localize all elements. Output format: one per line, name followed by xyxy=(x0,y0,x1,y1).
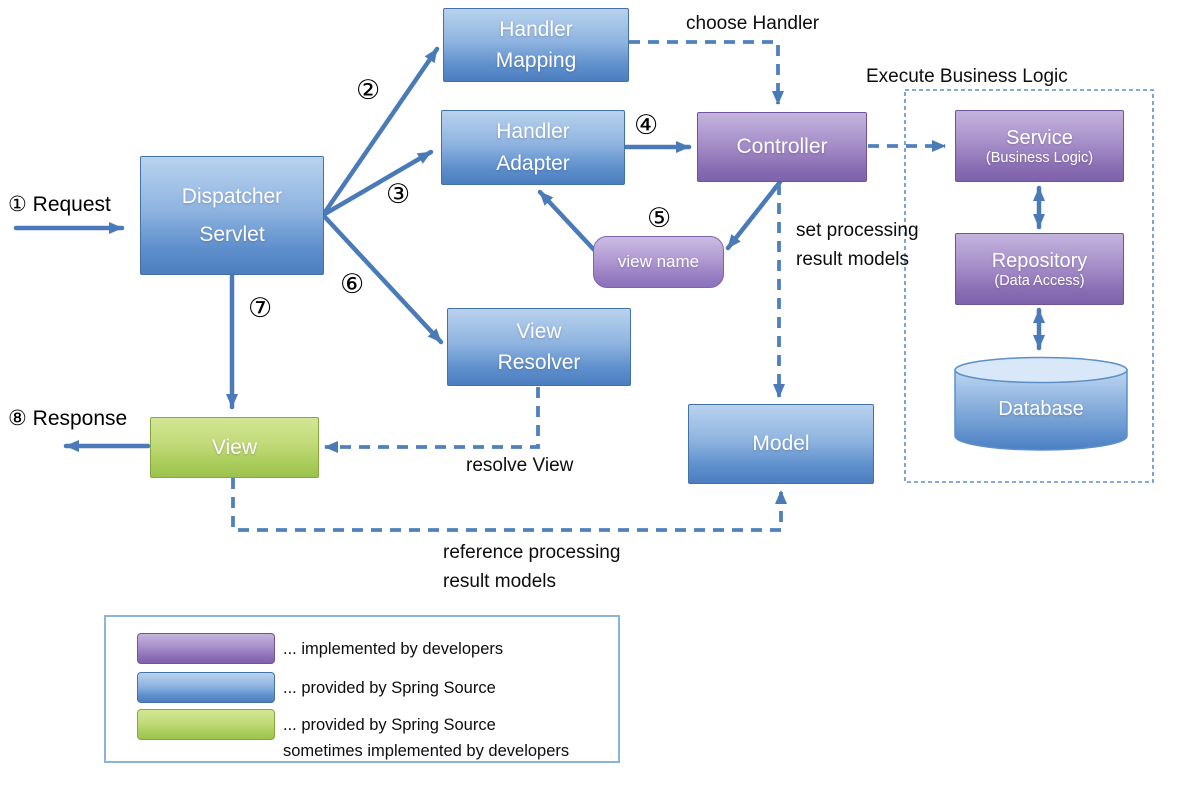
legend-label-provided-by-spring: ... provided by Spring Source xyxy=(283,679,496,697)
node-service-sublabel: (Business Logic) xyxy=(985,149,1094,166)
dashed-arrow-choose-handler xyxy=(629,40,784,105)
node-repository: Repository (Data Access) xyxy=(955,233,1124,305)
arrow-step2-handler-mapping xyxy=(320,46,440,218)
node-view-name: view name xyxy=(593,236,724,288)
arrow-controller-view-name xyxy=(725,179,783,251)
node-controller: Controller xyxy=(697,112,867,182)
node-dispatcher-servlet-label: Dispatcher Servlet xyxy=(181,184,283,246)
step-2-badge: ② xyxy=(356,75,381,105)
response-label: ⑧ Response xyxy=(8,407,128,430)
database-cylinder xyxy=(954,356,1128,451)
node-repository-sublabel: (Data Access) xyxy=(994,272,1085,289)
node-view-name-label: view name xyxy=(617,252,700,272)
step-4-badge: ④ xyxy=(634,110,659,140)
node-repository-label: Repository xyxy=(991,249,1088,272)
node-view: View xyxy=(150,417,319,478)
legend-label-implemented-by-developers: ... implemented by developers xyxy=(283,640,504,658)
legend: ... implemented by developers ... provid… xyxy=(104,615,620,763)
business-logic-group-border xyxy=(904,89,1154,483)
node-view-label: View xyxy=(211,435,258,459)
request-label: ① Request xyxy=(8,193,111,216)
node-handler-adapter: Handler Adapter xyxy=(441,110,625,185)
execute-business-logic-label: Execute Business Logic xyxy=(866,66,1068,87)
step-5-badge: ⑤ xyxy=(647,203,672,233)
node-service-label: Service xyxy=(1006,126,1073,149)
node-service: Service (Business Logic) xyxy=(955,110,1124,182)
node-database-label: Database xyxy=(998,398,1084,420)
legend-swatch-provided-sometimes-implemented xyxy=(137,709,275,740)
legend-swatch-provided-by-spring xyxy=(137,672,275,703)
dashed-arrow-resolve-view xyxy=(324,387,540,453)
node-model: Model xyxy=(688,404,874,484)
node-model-label: Model xyxy=(752,432,810,456)
legend-swatch-implemented-by-developers xyxy=(137,633,275,664)
step-3-badge: ③ xyxy=(386,179,411,209)
node-dispatcher-servlet: Dispatcher Servlet xyxy=(140,156,324,275)
arrow-step6-view-resolver xyxy=(320,212,444,345)
dashed-arrow-reference-models xyxy=(231,478,787,532)
node-handler-mapping-label: Handler Mapping xyxy=(495,17,577,73)
choose-handler-label: choose Handler xyxy=(686,13,820,34)
node-view-resolver-label: View Resolver xyxy=(497,319,581,375)
legend-label-provided-sometimes-implemented: ... provided by Spring Source sometimes … xyxy=(283,716,570,761)
node-handler-adapter-label: Handler Adapter xyxy=(496,120,570,175)
arrow-view-name-handler-adapter xyxy=(537,189,600,256)
node-controller-label: Controller xyxy=(736,135,828,159)
step-6-badge: ⑥ xyxy=(340,269,365,299)
reference-processing-result-models-label: reference processing result models xyxy=(443,542,621,592)
arrow-step3-handler-adapter xyxy=(320,149,434,218)
resolve-view-label: resolve View xyxy=(466,455,574,476)
set-processing-result-models-label: set processing result models xyxy=(796,220,919,270)
node-view-resolver: View Resolver xyxy=(447,308,631,386)
step-7-badge: ⑦ xyxy=(248,293,273,323)
node-handler-mapping: Handler Mapping xyxy=(443,8,629,82)
